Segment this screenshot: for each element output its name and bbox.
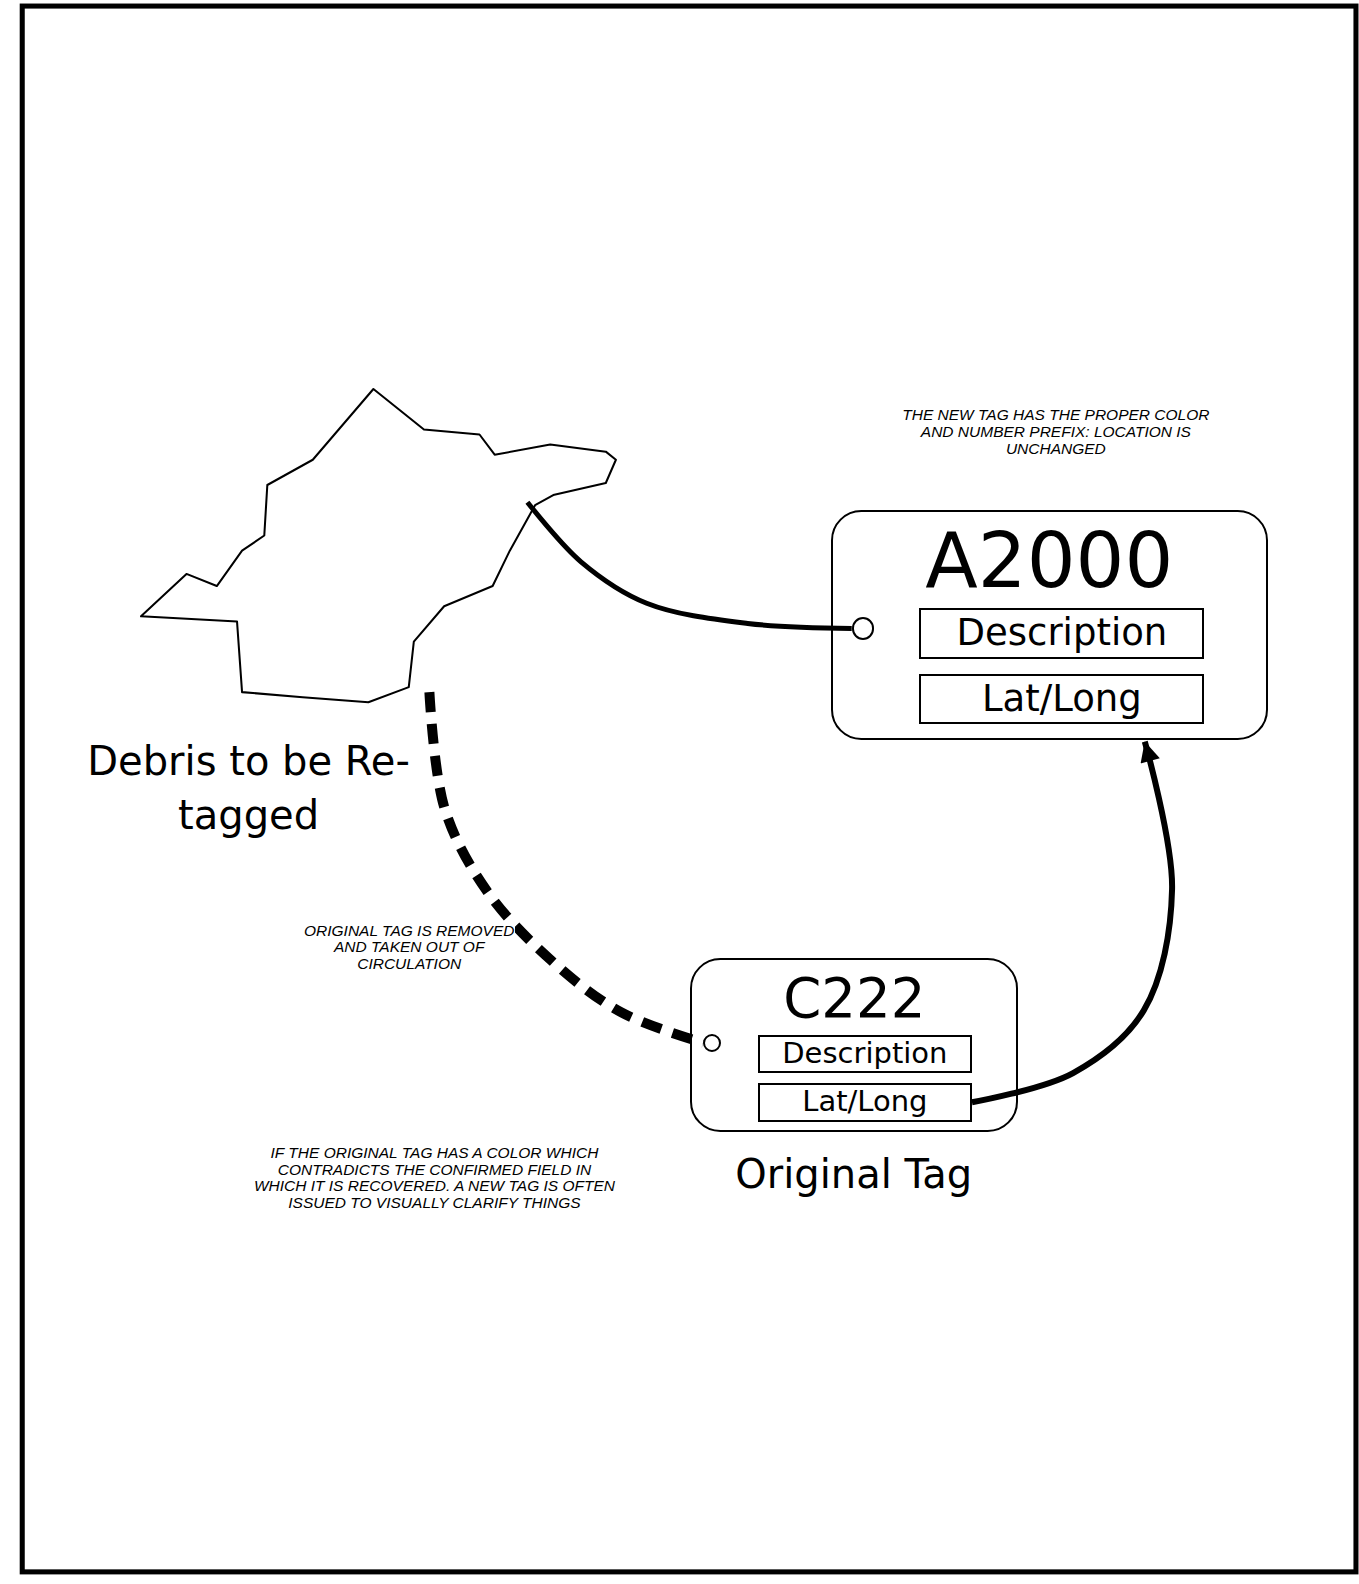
- field-label: Lat/Long: [802, 1086, 927, 1118]
- tag-heading: Original Tag: [652, 1150, 1056, 1198]
- description-field: Description: [758, 1035, 972, 1073]
- debris-outline: [141, 389, 616, 702]
- tag-number: A2000: [833, 523, 1267, 600]
- tag-number: C222: [692, 971, 1016, 1026]
- description-field: Description: [919, 608, 1204, 659]
- flow-arrow: [972, 742, 1172, 1103]
- tag-hole: [852, 617, 874, 639]
- original-tag: C222Original TagDescriptionLat/Long: [690, 958, 1018, 1132]
- tag-line: [429, 692, 703, 1043]
- field-label: Description: [782, 1038, 947, 1070]
- border-frame: [22, 6, 1356, 1572]
- tag-hole: [703, 1034, 721, 1052]
- field-label: Description: [957, 613, 1168, 654]
- debris-outline: Debris to be Re-tagged: [139, 387, 619, 705]
- new-tag: A2000DescriptionLat/Long: [831, 510, 1269, 739]
- field-label: Lat/Long: [982, 679, 1142, 720]
- lat-long-field: Lat/Long: [758, 1083, 972, 1121]
- tag-line: [527, 502, 851, 628]
- debris-heading: Debris to be Re-tagged: [82, 734, 415, 842]
- lat-long-field: Lat/Long: [919, 674, 1204, 725]
- note-text: IF THE ORIGINAL TAG HAS A COLOR WHICH CO…: [253, 1145, 617, 1212]
- debris-shape: [139, 387, 619, 705]
- note-text: ORIGINAL TAG IS REMOVED AND TAKEN OUT OF…: [303, 923, 515, 973]
- note-text: THE NEW TAG HAS THE PROPER COLOR AND NUM…: [889, 407, 1222, 457]
